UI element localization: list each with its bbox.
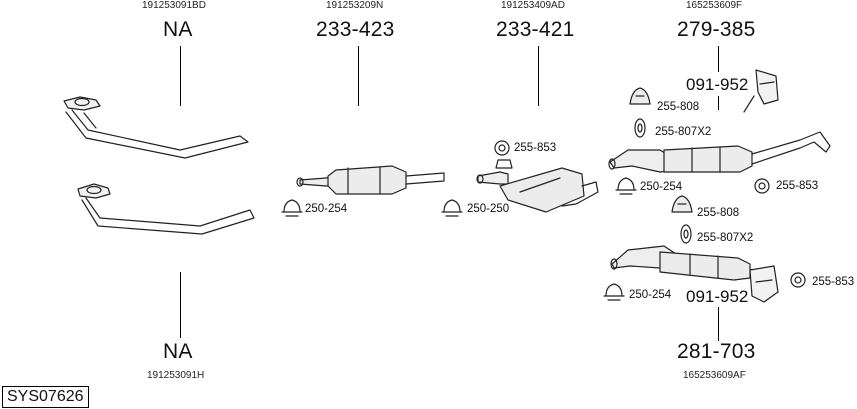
- hanger-255-853-bottom[interactable]: [790, 272, 806, 288]
- accessory-label[interactable]: 255-853: [776, 180, 819, 192]
- ring-255-807-top[interactable]: [634, 118, 646, 138]
- hanger-255-853-col3[interactable]: [494, 140, 513, 169]
- part-number[interactable]: 281-703: [677, 340, 756, 363]
- part-number[interactable]: 233-421: [496, 18, 575, 41]
- accessory-label[interactable]: 255-808: [697, 207, 740, 219]
- clamp-250-250-col3[interactable]: [441, 199, 463, 217]
- accessory-label[interactable]: 255-807X2: [655, 126, 712, 138]
- leader-line-col4-mid: [718, 96, 719, 110]
- tail-silencer-bottom[interactable]: [610, 245, 751, 281]
- oem-number: 191253091BD: [142, 0, 206, 11]
- tail-silencer-top[interactable]: [608, 131, 831, 173]
- hanger-255-853-top[interactable]: [754, 178, 770, 194]
- accessory-label[interactable]: 255-853: [514, 142, 557, 154]
- middle-silencer[interactable]: [296, 165, 445, 195]
- accessory-label[interactable]: 250-254: [640, 181, 683, 193]
- accessory-label[interactable]: 250-250: [467, 203, 510, 215]
- part-number[interactable]: 233-423: [316, 18, 395, 41]
- clamp-250-254-bottom[interactable]: [603, 283, 625, 301]
- oem-number: 165253609AF: [683, 370, 746, 381]
- leader-line-col1-bottom: [180, 272, 181, 338]
- front-pipe-top[interactable]: [63, 96, 249, 159]
- leader-line-col4-top: [718, 46, 719, 72]
- leader-line-col2: [358, 46, 359, 106]
- accessory-label[interactable]: 255-807X2: [697, 232, 754, 244]
- accessory-label-large[interactable]: 091-952: [686, 287, 749, 306]
- oem-number: 165253609F: [686, 0, 743, 11]
- leader-line-col4-bottom: [718, 307, 719, 341]
- part-number[interactable]: 279-385: [677, 18, 756, 41]
- ring-255-807-bottom[interactable]: [680, 224, 692, 244]
- mount-091-952-top[interactable]: [743, 69, 779, 113]
- accessory-label[interactable]: 250-254: [305, 203, 348, 215]
- accessory-label[interactable]: 250-254: [629, 289, 672, 301]
- rear-silencer[interactable]: [476, 167, 599, 213]
- accessory-label[interactable]: 255-808: [657, 101, 700, 113]
- leader-line-col3: [538, 46, 539, 106]
- rubber-255-808-top[interactable]: [629, 87, 651, 105]
- oem-number: 191253209N: [326, 0, 384, 11]
- oem-number: 191253091H: [147, 370, 205, 381]
- front-pipe-bottom[interactable]: [77, 183, 255, 235]
- accessory-label-large[interactable]: 091-952: [686, 75, 749, 94]
- oem-number: 191253409AD: [501, 0, 565, 11]
- accessory-label[interactable]: 255-853: [812, 276, 855, 288]
- part-number[interactable]: NA: [163, 18, 193, 41]
- clamp-250-254-col2[interactable]: [281, 199, 303, 217]
- mount-091-952-bottom[interactable]: [749, 265, 779, 303]
- part-number[interactable]: NA: [163, 340, 193, 363]
- leader-line-col1-top: [180, 46, 181, 106]
- system-id-box: SYS07626: [2, 386, 89, 408]
- rubber-255-808-bottom[interactable]: [671, 195, 693, 213]
- clamp-250-254-top[interactable]: [615, 177, 637, 195]
